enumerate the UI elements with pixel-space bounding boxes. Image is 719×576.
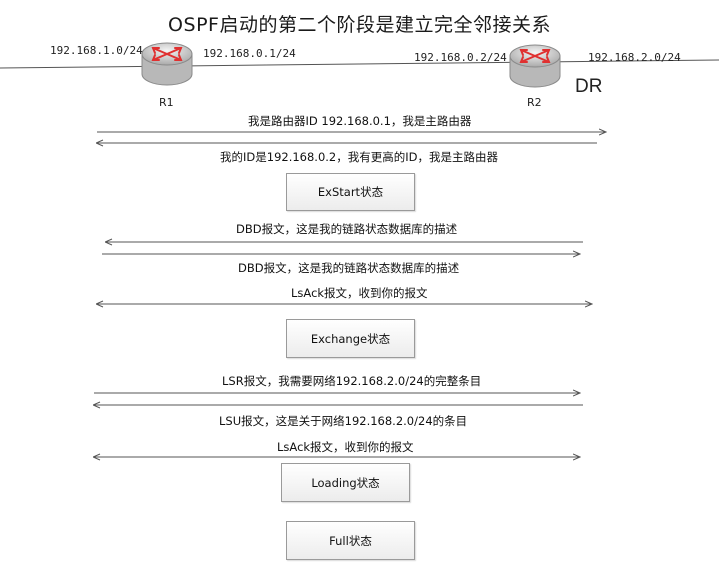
message-label: DBD报文，这是我的链路状态数据库的描述 — [236, 222, 458, 236]
state-full: Full状态 — [286, 521, 415, 560]
router-r1-label: R1 — [159, 96, 174, 109]
r2-right-network: 192.168.2.0/24 — [588, 51, 681, 64]
network-line — [0, 59, 719, 69]
message-label: LSR报文，我需要网络192.168.2.0/24的完整条目 — [222, 374, 482, 388]
message-label: 我的ID是192.168.0.2，我有更高的ID，我是主路由器 — [220, 150, 498, 164]
message-label: LsAck报文，收到你的报文 — [277, 440, 414, 454]
message-label: LsAck报文，收到你的报文 — [291, 286, 428, 300]
router-r2-icon — [509, 44, 561, 88]
message-label: 我是路由器ID 192.168.0.1，我是主路由器 — [248, 114, 472, 128]
state-exstart: ExStart状态 — [286, 173, 415, 211]
r2-left-network: 192.168.0.2/24 — [414, 51, 507, 64]
r1-right-network: 192.168.0.1/24 — [203, 47, 296, 60]
message-label: LSU报文，这是关于网络192.168.2.0/24的条目 — [219, 414, 468, 428]
state-exchange: Exchange状态 — [286, 319, 415, 358]
router-r2-label: R2 — [527, 96, 542, 109]
message-label: DBD报文，这是我的链路状态数据库的描述 — [238, 261, 460, 275]
dr-label: DR — [575, 76, 603, 97]
diagram-title: OSPF启动的第二个阶段是建立完全邻接关系 — [168, 14, 551, 36]
router-r1-icon — [141, 42, 193, 86]
state-loading: Loading状态 — [281, 463, 410, 502]
r1-left-network: 192.168.1.0/24 — [50, 44, 143, 57]
